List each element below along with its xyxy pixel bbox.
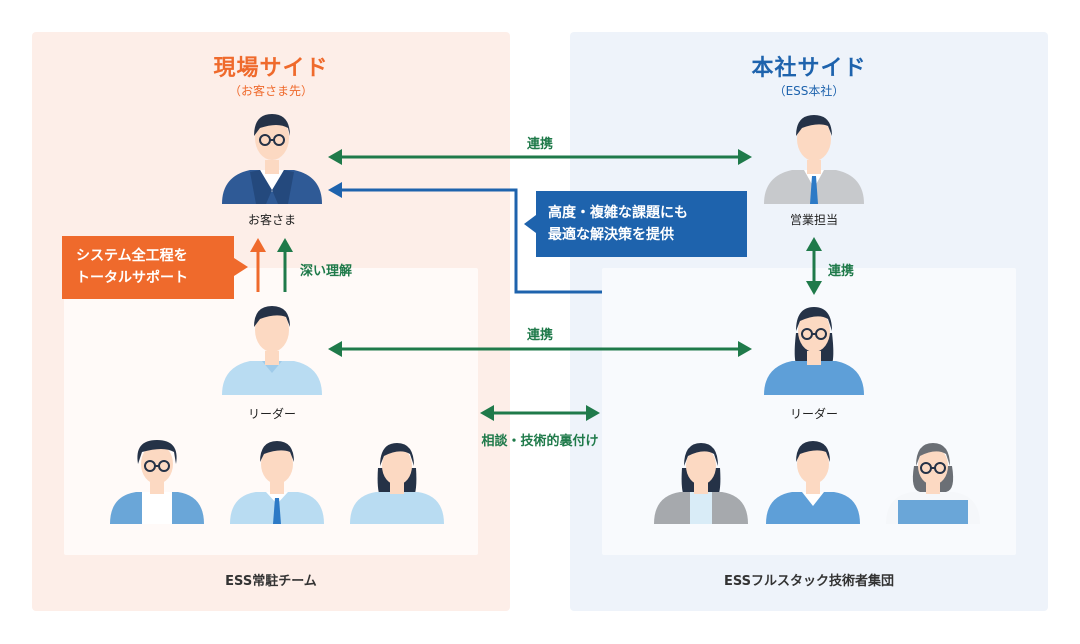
solution-callout: 高度・複雑な課題にも 最適な解決策を提供 [536,191,747,257]
left-leader-person-icon [222,306,322,395]
blue-callout-pointer [524,215,536,233]
top-link-label: 連携 [526,137,553,152]
left-member-1-icon [110,440,204,524]
field-side-subtitle: （お客さま先） [228,84,313,98]
headquarters-side-title: 本社サイド [751,56,867,81]
left-member-3-icon [350,443,444,524]
support-callout-line-2: トータルサポート [76,270,188,286]
consult-arrow [480,405,600,421]
support-up-arrow [250,238,266,292]
right-leader-label: リーダー [789,407,838,421]
sales-rep-label: 営業担当 [789,213,838,227]
resident-team-label: ESS常駐チーム [225,574,317,589]
right-vertical-link-label: 連携 [828,264,855,279]
right-member-3-icon [886,443,980,524]
sales-rep-person-icon [764,115,864,204]
headquarters-side-subtitle: （ESS本社） [773,84,845,98]
consult-label: 相談・技術的裏付け [481,434,599,449]
support-callout: システム全工程を トータルサポート [62,236,234,299]
customer-label: お客さま [247,213,296,227]
solution-path-arrow [328,182,602,294]
middle-link-arrow [328,341,752,357]
deep-understanding-label: 深い理解 [300,264,353,279]
orange-callout-pointer [234,258,248,276]
right-member-2-icon [766,441,860,524]
top-link-arrow [328,149,752,165]
fullstack-team-label: ESSフルスタック技術者集団 [723,574,895,589]
solution-callout-line-1: 高度・複雑な課題にも [548,205,688,221]
left-leader-label: リーダー [247,407,296,421]
left-member-2-icon [230,441,324,524]
middle-link-label: 連携 [526,328,553,343]
understanding-up-arrow [277,238,293,292]
right-member-1-icon [654,443,748,524]
field-side-title: 現場サイド [213,56,329,81]
support-callout-line-1: システム全工程を [76,248,188,264]
solution-callout-line-2: 最適な解決策を提供 [548,227,674,243]
right-leader-person-icon [764,307,864,395]
right-vertical-arrow [806,237,822,295]
customer-person-icon [222,114,322,204]
